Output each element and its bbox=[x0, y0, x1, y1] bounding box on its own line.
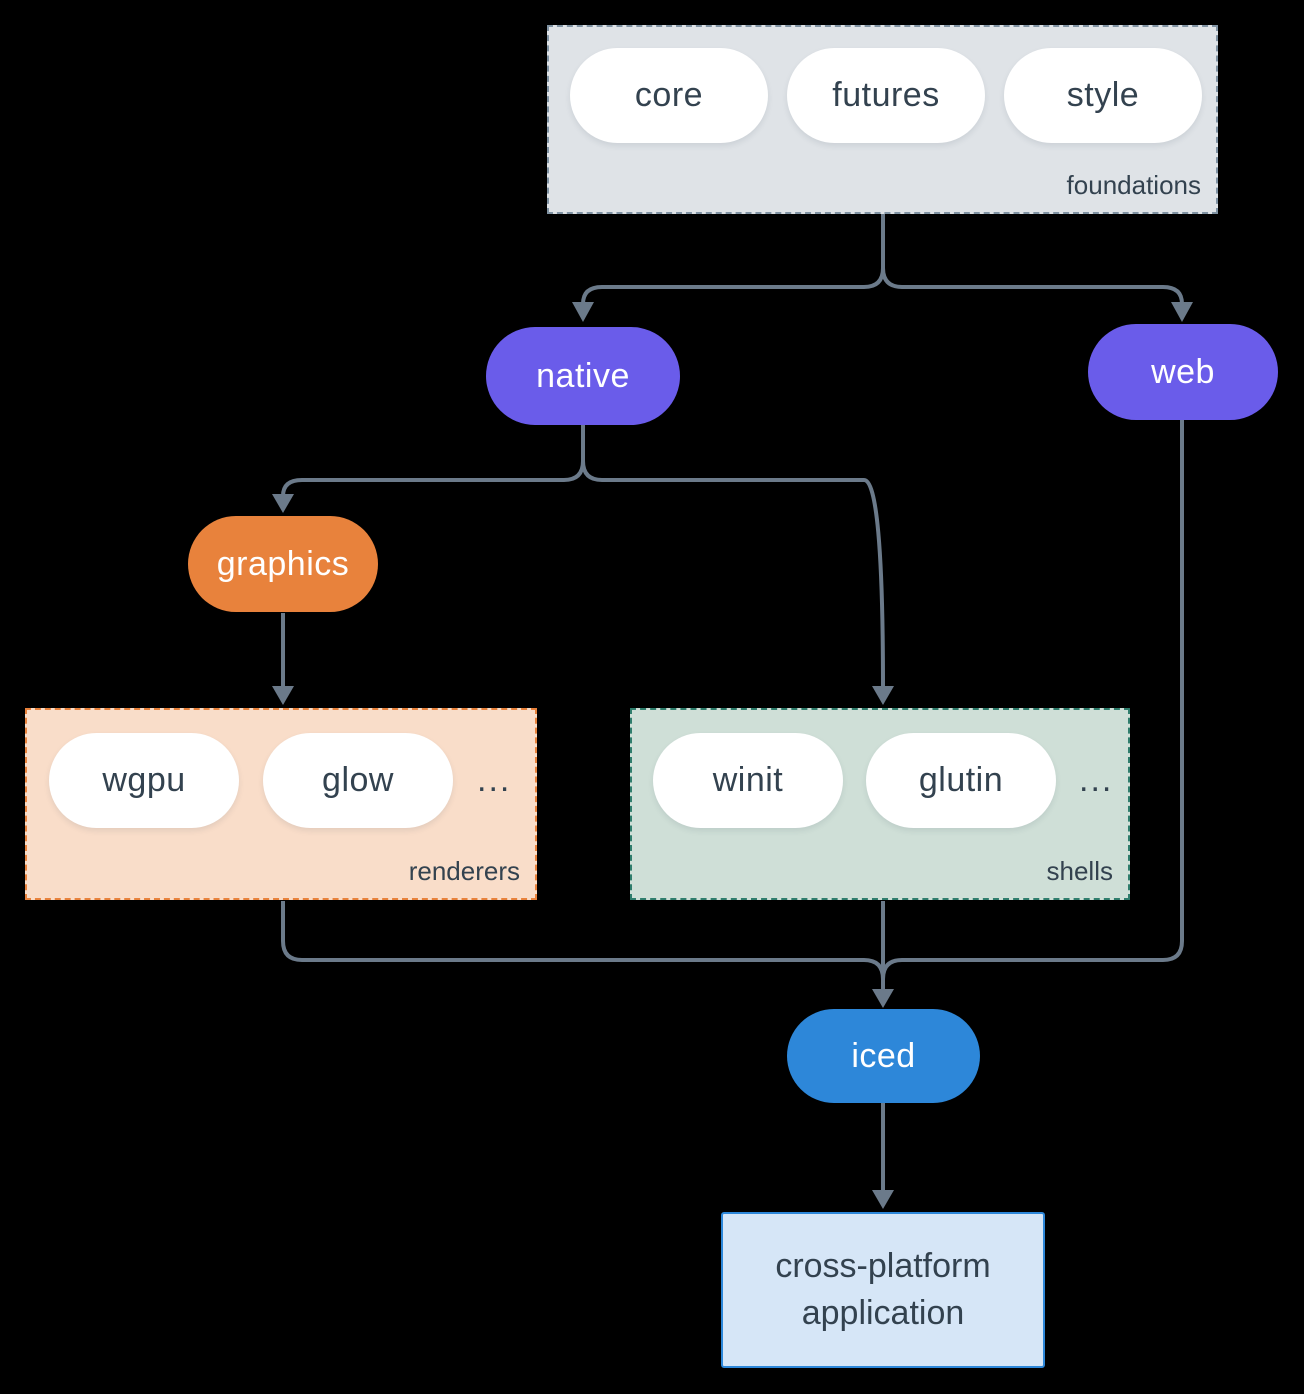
group-foundations: core futures style foundations bbox=[547, 25, 1218, 214]
edge-web-iced bbox=[881, 420, 1184, 980]
arrowhead-shells bbox=[872, 686, 894, 705]
node-iced: iced bbox=[787, 1009, 980, 1103]
group-renderers: wgpu glow ... renderers bbox=[25, 708, 537, 900]
shells-ellipsis: ... bbox=[1079, 761, 1114, 799]
renderers-ellipsis: ... bbox=[477, 761, 512, 799]
arrowhead-iced bbox=[872, 989, 894, 1008]
arrowhead-native bbox=[572, 302, 594, 322]
node-cross-platform-application: cross-platform application bbox=[721, 1212, 1045, 1368]
node-futures: futures bbox=[787, 48, 985, 143]
edge-renderers-iced bbox=[281, 901, 885, 980]
node-graphics: graphics bbox=[188, 516, 378, 612]
edge-foundations-web bbox=[881, 214, 1184, 305]
edge-foundations-native bbox=[581, 214, 885, 305]
node-style: style bbox=[1004, 48, 1202, 143]
group-shells: winit glutin ... shells bbox=[630, 708, 1130, 900]
arrowhead-web bbox=[1171, 302, 1193, 322]
arrowhead-graphics bbox=[272, 494, 294, 513]
node-glow: glow bbox=[263, 733, 453, 828]
shells-label: shells bbox=[1046, 856, 1113, 886]
node-core: core bbox=[570, 48, 768, 143]
node-web: web bbox=[1088, 324, 1278, 420]
edge-native-graphics bbox=[281, 425, 585, 497]
node-winit: winit bbox=[653, 733, 843, 828]
arrowhead-renderers bbox=[272, 686, 294, 705]
renderers-label: renderers bbox=[408, 856, 520, 886]
node-glutin: glutin bbox=[866, 733, 1056, 828]
node-native: native bbox=[486, 327, 680, 425]
arrowhead-application bbox=[872, 1190, 894, 1209]
node-wgpu: wgpu bbox=[49, 733, 239, 828]
edge-native-shells bbox=[581, 425, 885, 689]
foundations-label: foundations bbox=[1066, 170, 1201, 200]
